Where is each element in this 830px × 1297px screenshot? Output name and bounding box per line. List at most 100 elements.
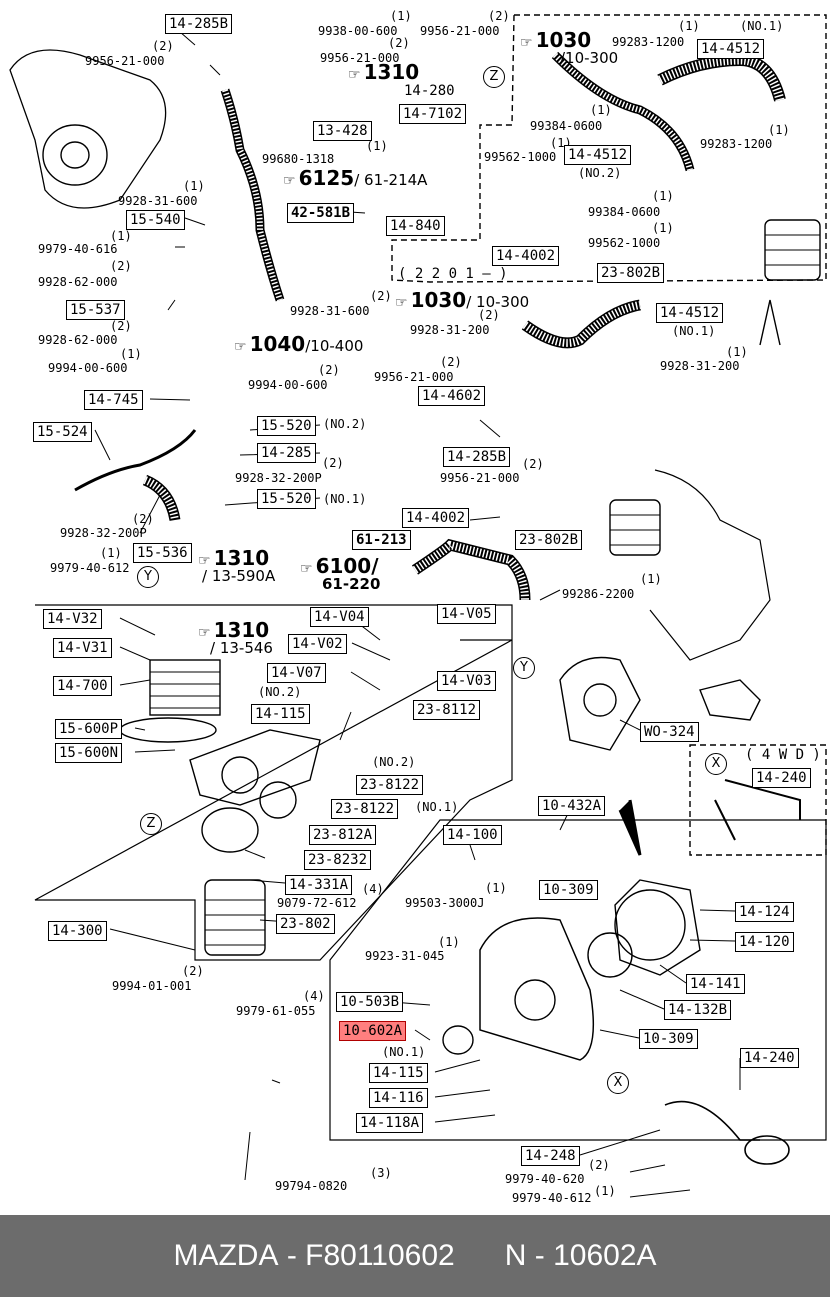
label-9923-31-045: 9923-31-045 xyxy=(365,949,445,963)
xref-1310-top[interactable]: ☞1310 xyxy=(348,60,420,84)
box-23-8122[interactable]: 23-8122 xyxy=(331,799,399,819)
box-23-802[interactable]: 23-802 xyxy=(276,914,335,934)
box-14-240[interactable]: 14-240 xyxy=(740,1048,799,1068)
box-14-115[interactable]: 14-115 xyxy=(369,1063,428,1083)
box-14-115[interactable]: 14-115 xyxy=(251,704,310,724)
box-14-7102[interactable]: 14-7102 xyxy=(399,104,467,124)
box-14-248[interactable]: 14-248 xyxy=(521,1146,580,1166)
box-23-802b[interactable]: 23-802B xyxy=(515,530,583,550)
box-14-4512[interactable]: 14-4512 xyxy=(697,39,765,59)
box-23-802b[interactable]: 23-802B xyxy=(597,263,665,283)
xref-1310-lower[interactable]: ☞1310/ 13-546 xyxy=(198,618,273,657)
xref-6125[interactable]: ☞6125/ 61-214A xyxy=(283,166,428,190)
box-14-118a[interactable]: 14-118A xyxy=(356,1113,424,1133)
oil-filter-top-ribs xyxy=(765,234,820,266)
oil-filter-mid-ribs xyxy=(610,514,660,546)
xref-1030-mid[interactable]: ☞1030/ 10-300 xyxy=(395,288,530,312)
box-10-602a-highlighted[interactable]: 10-602A xyxy=(339,1021,407,1041)
box-14-4002[interactable]: 14-4002 xyxy=(402,508,470,528)
qty: (2) xyxy=(388,36,410,50)
label-9956-21-000: 9956-21-000 xyxy=(440,471,520,485)
box-14-4512[interactable]: 14-4512 xyxy=(564,145,632,165)
label-9938-00-600: 9938-00-600 xyxy=(318,24,398,38)
xref-6100[interactable]: ☞6100/61-220 xyxy=(300,554,381,593)
box-14-132b[interactable]: 14-132B xyxy=(664,1000,732,1020)
label-99286-2200: 99286-2200 xyxy=(562,587,635,601)
qty: (1) xyxy=(652,221,674,235)
label-4wd: ( 4 W D ) xyxy=(745,747,821,763)
qty: (1) xyxy=(590,103,612,117)
box-15-520[interactable]: 15-520 xyxy=(257,416,316,436)
box-wo-324[interactable]: WO-324 xyxy=(640,722,699,742)
box-23-8232[interactable]: 23-8232 xyxy=(304,850,372,870)
box-14-285b[interactable]: 14-285B xyxy=(443,447,511,467)
label-99503-3000j: 99503-3000J xyxy=(405,896,485,910)
qty: (1) xyxy=(100,546,122,560)
dashed-group-topright xyxy=(391,14,827,283)
box-14-v05[interactable]: 14-V05 xyxy=(437,604,496,624)
arrow-to-front-cover xyxy=(618,799,642,856)
label-99562-1000: 99562-1000 xyxy=(484,150,557,164)
box-14-v04[interactable]: 14-V04 xyxy=(310,607,369,627)
label-99384-0600: 99384-0600 xyxy=(530,119,603,133)
qty: (1) xyxy=(594,1184,616,1198)
pump-plate-14-120 xyxy=(614,879,701,976)
xref-1310-mid[interactable]: ☞1310/ 13-590A xyxy=(198,546,276,585)
box-15-520[interactable]: 15-520 xyxy=(257,489,316,509)
box-14-116[interactable]: 14-116 xyxy=(369,1088,428,1108)
box-15-536[interactable]: 15-536 xyxy=(133,543,192,563)
box-10-432a[interactable]: 10-432A xyxy=(538,796,606,816)
filter-plate-23-8232 xyxy=(201,807,259,853)
box-14-4602[interactable]: 14-4602 xyxy=(418,386,486,406)
hand-pointer-icon: ☞ xyxy=(234,339,247,355)
box-14-285b[interactable]: 14-285B xyxy=(165,14,233,34)
strainer-wo-324 xyxy=(699,679,761,721)
box-14-285[interactable]: 14-285 xyxy=(257,443,316,463)
oil-filter-23-802-ribs xyxy=(205,899,265,946)
note-no1: (NO.1) xyxy=(672,324,716,338)
box-14-100[interactable]: 14-100 xyxy=(443,825,502,845)
box-14-4512[interactable]: 14-4512 xyxy=(656,303,724,323)
box-10-309[interactable]: 10-309 xyxy=(639,1029,698,1049)
box-14-300[interactable]: 14-300 xyxy=(48,921,107,941)
xref-1040[interactable]: ☞1040/10-400 xyxy=(234,332,364,356)
box-13-428[interactable]: 13-428 xyxy=(313,121,372,141)
box-14-840[interactable]: 14-840 xyxy=(386,216,445,236)
box-14-120[interactable]: 14-120 xyxy=(735,932,794,952)
box-15-600p[interactable]: 15-600P xyxy=(55,719,123,739)
box-14-v07[interactable]: 14-V07 xyxy=(267,663,326,683)
box-42-581b[interactable]: 42-581B xyxy=(287,203,355,223)
box-14-700[interactable]: 14-700 xyxy=(53,676,112,696)
box-14-141[interactable]: 14-141 xyxy=(686,974,745,994)
label-99794-0820: 99794-0820 xyxy=(275,1179,348,1193)
box-61-213[interactable]: 61-213 xyxy=(352,530,411,550)
box-10-309[interactable]: 10-309 xyxy=(539,880,598,900)
note-no1: (NO.1) xyxy=(382,1045,426,1059)
box-23-812a[interactable]: 23-812A xyxy=(309,825,377,845)
box-14-v03[interactable]: 14-V03 xyxy=(437,671,496,691)
box-14-v32[interactable]: 14-V32 xyxy=(43,609,102,629)
box-14-331a[interactable]: 14-331A xyxy=(285,875,353,895)
box-14-v02[interactable]: 14-V02 xyxy=(288,634,347,654)
box-15-537[interactable]: 15-537 xyxy=(66,300,125,320)
box-14-124[interactable]: 14-124 xyxy=(735,902,794,922)
box-15-540[interactable]: 15-540 xyxy=(126,210,185,230)
oil-filter-mid xyxy=(609,499,661,556)
box-14-240[interactable]: 14-240 xyxy=(752,768,811,788)
qty: (2) xyxy=(318,363,340,377)
box-15-600n[interactable]: 15-600N xyxy=(55,743,123,763)
box-23-8122[interactable]: 23-8122 xyxy=(356,775,424,795)
box-23-8112[interactable]: 23-8112 xyxy=(413,700,481,720)
oil-filter-body xyxy=(189,729,321,806)
box-14-745[interactable]: 14-745 xyxy=(84,390,143,410)
box-14-4002[interactable]: 14-4002 xyxy=(492,246,560,266)
oil-filter-body-port xyxy=(221,756,259,794)
oil-cooler-fins xyxy=(150,671,220,709)
xref-1030-top[interactable]: ☞1030/10-300 xyxy=(520,28,619,67)
engine-block-sketch xyxy=(9,49,167,209)
box-15-524[interactable]: 15-524 xyxy=(33,422,92,442)
box-10-503b[interactable]: 10-503B xyxy=(336,992,404,1012)
label-99562-1000: 99562-1000 xyxy=(588,236,661,250)
hose-main-texture xyxy=(222,89,283,301)
box-14-v31[interactable]: 14-V31 xyxy=(53,638,112,658)
